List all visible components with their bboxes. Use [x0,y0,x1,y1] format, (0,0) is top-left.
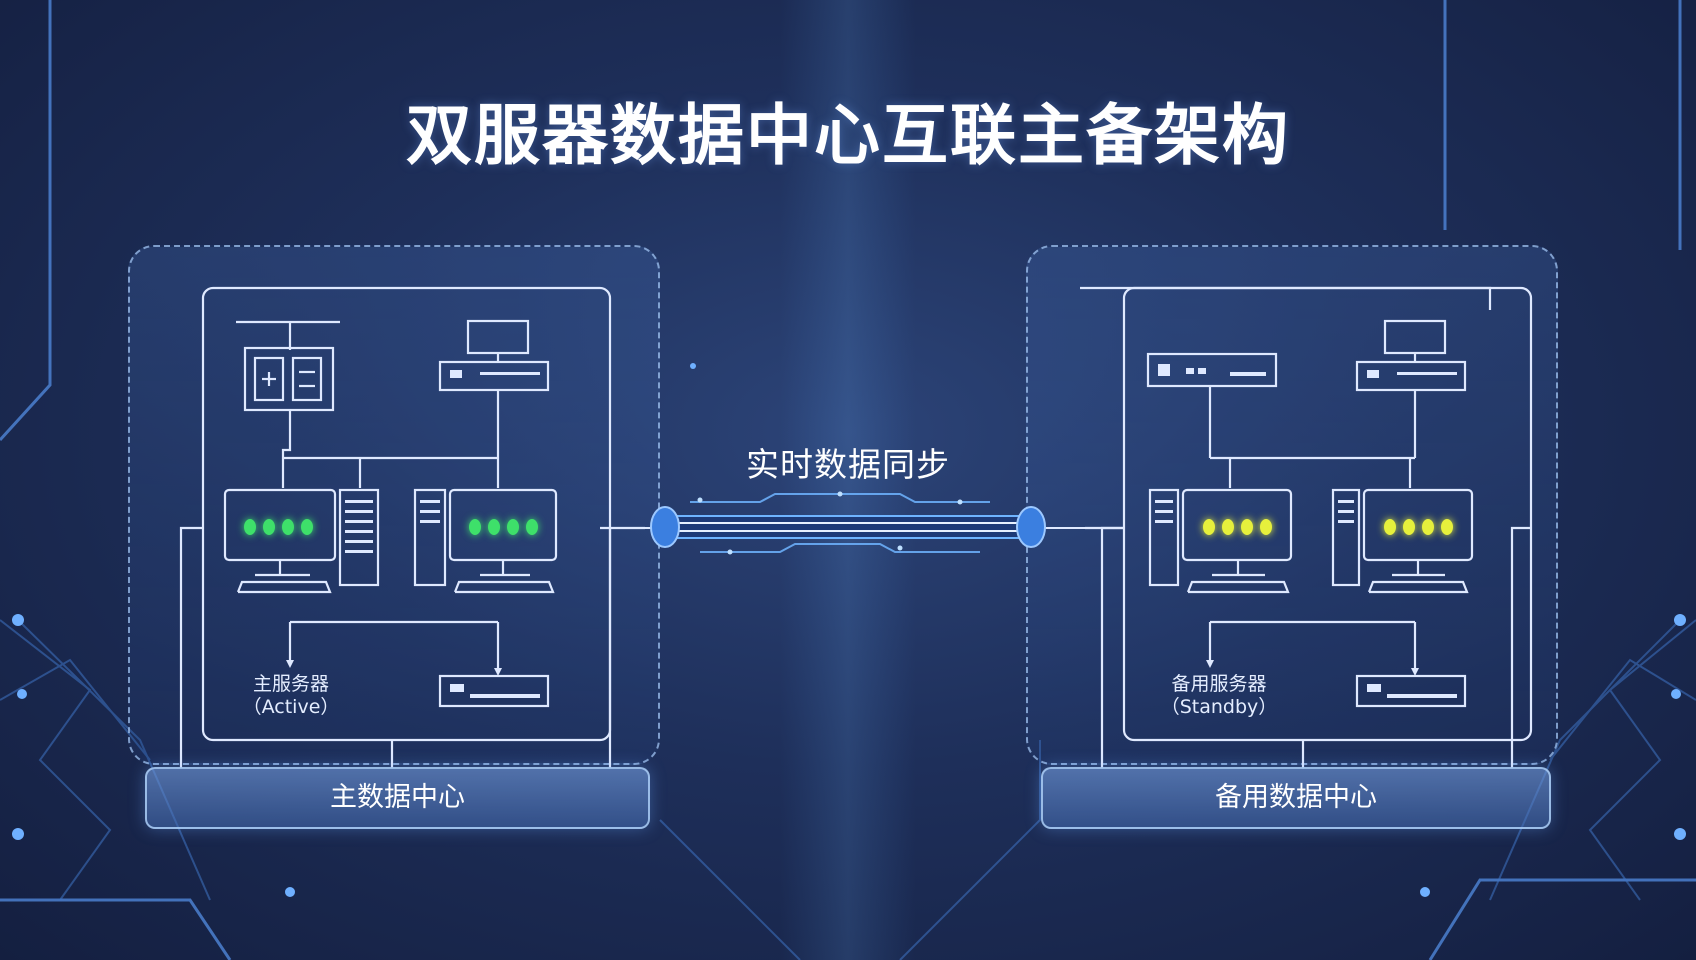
page-title: 双服器数据中心互联主备架构 [406,97,1290,174]
standby-status-led-1-3 [1241,519,1253,535]
primary-status-led-1-2 [263,519,275,535]
primary-status-led-2-1 [469,519,481,535]
standby-status-led-2-4 [1441,519,1453,535]
standby-status-led-2-2 [1403,519,1415,535]
standby-status-led-2-1 [1384,519,1396,535]
primary-status-led-1-3 [282,519,294,535]
primary-status-led-2-4 [526,519,538,535]
primary-server-name: 主服务器 [252,673,329,695]
primary-status-led-1-4 [301,519,313,535]
standby-server-state: （Standby） [1160,696,1278,718]
standby-server-name: 备用服务器 [1171,673,1267,695]
standby-status-led-1-4 [1260,519,1272,535]
standby-status-leds [1203,519,1453,535]
primary-status-led-1-1 [244,519,256,535]
primary-server-label: 主服务器 （Active） [211,673,371,719]
standby-status-led-1-2 [1222,519,1234,535]
standby-server-label: 备用服务器 （Standby） [1139,673,1299,719]
primary-server-state: （Active） [242,696,340,718]
primary-datacenter-frame [128,245,660,765]
primary-status-led-2-2 [488,519,500,535]
primary-status-led-2-3 [507,519,519,535]
standby-status-led-1-1 [1203,519,1215,535]
standby-status-led-2-3 [1422,519,1434,535]
standby-datacenter-label: 备用数据中心 [1041,767,1551,829]
primary-datacenter-label: 主数据中心 [145,767,650,829]
sync-label: 实时数据同步 [746,445,950,484]
primary-status-leds [244,519,538,535]
